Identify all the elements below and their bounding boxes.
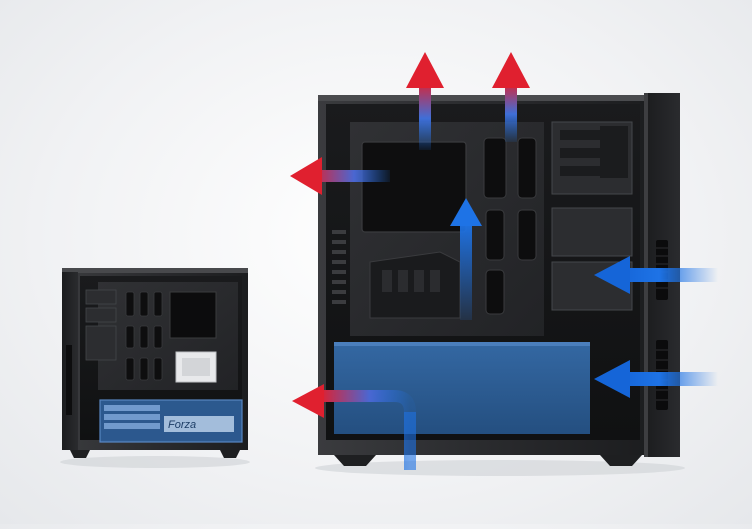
internal-airflow-arrow <box>450 198 482 320</box>
airflow-arrows <box>290 52 718 470</box>
psu-shroud <box>334 342 590 434</box>
psu-exhaust-arrow <box>292 384 416 470</box>
small-case: Forza <box>60 268 250 468</box>
top-exhaust-arrow-left <box>406 52 444 150</box>
rear-exhaust-arrow-top <box>290 157 390 195</box>
top-exhaust-arrow-right <box>492 52 530 142</box>
front-intake-arrow-bottom <box>594 360 718 398</box>
psu-brand-label: Forza <box>168 419 196 431</box>
front-intake-arrow-top <box>594 256 718 294</box>
